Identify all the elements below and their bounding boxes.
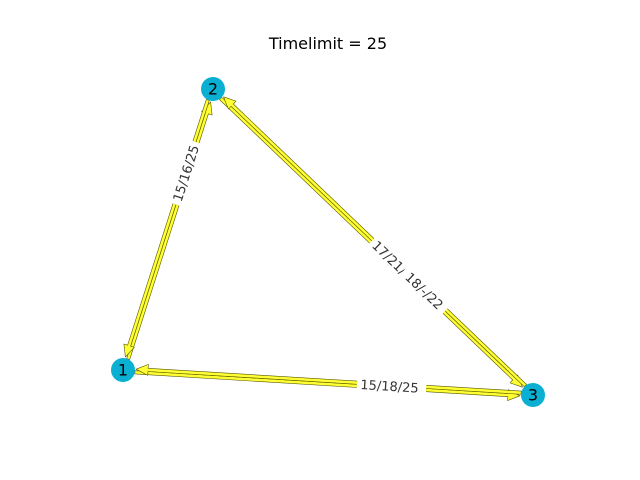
node-label-3: 3 (528, 386, 538, 405)
edge-label-group: 15/18/25 (356, 375, 423, 397)
node-label-2: 2 (208, 80, 218, 99)
diagram-title: Timelimit = 25 (268, 34, 387, 53)
node-label-1: 1 (118, 361, 128, 380)
nodes: 1 2 3 (111, 77, 545, 407)
node-3 (521, 383, 545, 407)
edge-label-background (167, 139, 205, 207)
edge-label-background (356, 375, 423, 397)
edge-label-3-to-1: 15/18/25 (360, 378, 419, 397)
node-2 (201, 77, 225, 101)
edge-label-background (397, 264, 451, 318)
node-1 (111, 358, 135, 382)
